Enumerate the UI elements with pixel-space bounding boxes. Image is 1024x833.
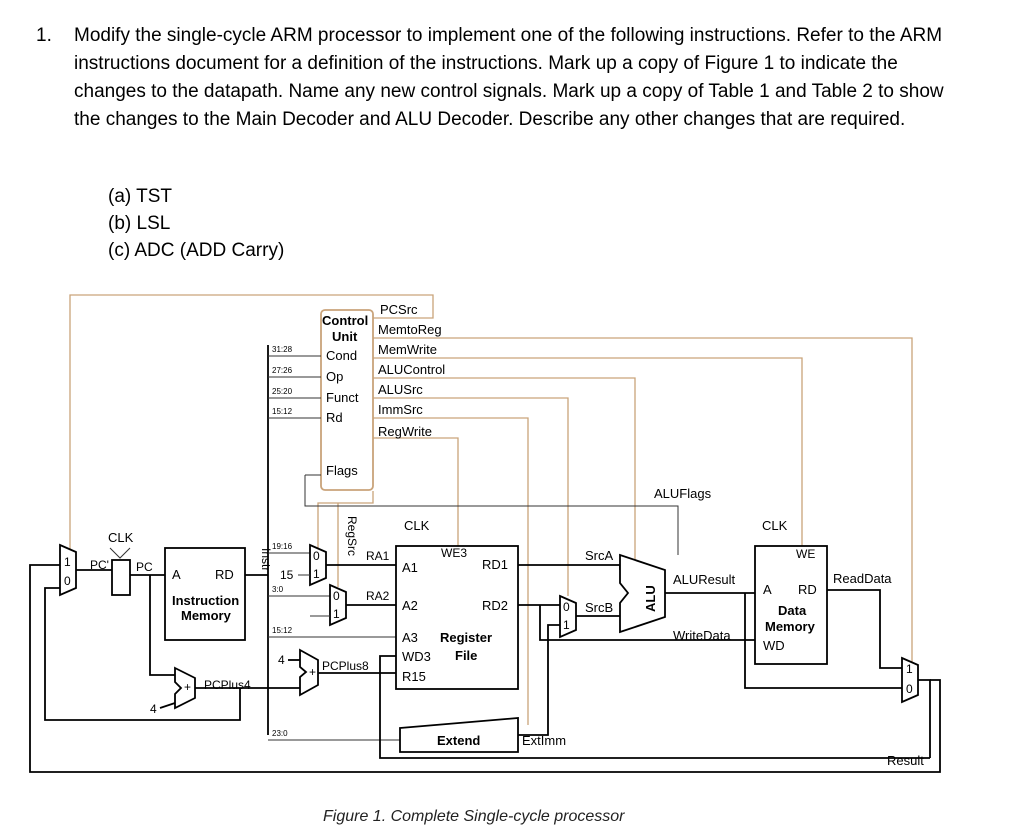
cu-rd: Rd bbox=[326, 410, 343, 425]
control-unit-title-2: Unit bbox=[332, 329, 358, 344]
rf-rd2: RD2 bbox=[482, 598, 508, 613]
dm-rd: RD bbox=[798, 582, 817, 597]
figure-caption: Figure 1. Complete Single-cycle processo… bbox=[323, 808, 625, 825]
rf-a3: A3 bbox=[402, 630, 418, 645]
fifteen-label: 15 bbox=[280, 568, 294, 582]
sig-immsrc: ImmSrc bbox=[378, 402, 423, 417]
four-label-1: 4 bbox=[150, 702, 157, 716]
ra1mux-1: 1 bbox=[313, 567, 320, 581]
srcb-label: SrcB bbox=[585, 600, 613, 615]
dm-a: A bbox=[763, 582, 772, 597]
ra2mux-1: 1 bbox=[333, 607, 340, 621]
imem-rd: RD bbox=[215, 567, 234, 582]
control-wires bbox=[69, 294, 913, 725]
writedata-label: WriteData bbox=[673, 628, 731, 643]
dm-we: WE bbox=[796, 547, 815, 561]
cu-cond: Cond bbox=[326, 348, 357, 363]
regsrc-label: RegSrc bbox=[345, 516, 359, 556]
register-file: CLK WE3 A1 A2 A3 WD3 R15 RD1 RD2 Registe… bbox=[379, 518, 930, 759]
resmux-1: 1 bbox=[906, 662, 913, 676]
rf-title-2: File bbox=[455, 648, 477, 663]
field-19-16: 19:16 bbox=[272, 542, 293, 551]
sig-alusrc: ALUSrc bbox=[378, 382, 423, 397]
pcplus4-label: PCPlus4 bbox=[204, 678, 251, 692]
rf-title: Register bbox=[440, 630, 492, 645]
clk-label-dm: CLK bbox=[762, 518, 788, 533]
field-15-12: 15:12 bbox=[272, 626, 293, 635]
pc-prime-label: PC' bbox=[90, 558, 109, 572]
ra-muxes: 0 1 15 RA1 0 1 RA2 RegSrc bbox=[280, 516, 396, 627]
instr-bus: 31:28 27:26 25:20 15:12 19:16 3:0 15:12 … bbox=[267, 345, 712, 741]
ra2-label: RA2 bbox=[366, 589, 390, 603]
four-label-2: 4 bbox=[278, 653, 285, 667]
resmux-0: 0 bbox=[906, 682, 913, 696]
bits-27-26: 27:26 bbox=[272, 366, 293, 375]
bits-31-28: 31:28 bbox=[272, 345, 293, 354]
ra1-label: RA1 bbox=[366, 549, 390, 563]
option-a: (a) TST bbox=[108, 186, 173, 207]
bits-15-12: 15:12 bbox=[272, 407, 293, 416]
result-label: Result bbox=[887, 753, 924, 768]
pc-section: CLK 1 0 PC' PC A RD Instruction Memory I… bbox=[29, 530, 941, 773]
rf-wd3: WD3 bbox=[402, 649, 431, 664]
field-3-0: 3:0 bbox=[272, 585, 284, 594]
imem-a: A bbox=[172, 567, 181, 582]
rf-rd1: RD1 bbox=[482, 557, 508, 572]
dm-wd: WD bbox=[763, 638, 785, 653]
control-unit-title: Control bbox=[322, 313, 368, 328]
aluresult-label: ALUResult bbox=[673, 572, 736, 587]
field-23-0: 23:0 bbox=[272, 729, 288, 738]
dm-title: Data bbox=[778, 603, 807, 618]
imem-title: Instruction bbox=[172, 593, 239, 608]
rf-r15: R15 bbox=[402, 669, 426, 684]
option-c: (c) ADC (ADD Carry) bbox=[108, 240, 285, 261]
pc-label: PC bbox=[136, 560, 153, 574]
cu-funct: Funct bbox=[326, 390, 359, 405]
rf-a1: A1 bbox=[402, 560, 418, 575]
cu-flags: Flags bbox=[326, 463, 358, 478]
svg-text:+: + bbox=[309, 665, 316, 679]
clk-label-rf: CLK bbox=[404, 518, 430, 533]
sig-memwrite: MemWrite bbox=[378, 342, 437, 357]
svg-text:+: + bbox=[184, 680, 191, 694]
imem-title-2: Memory bbox=[181, 608, 232, 623]
question-number: 1. bbox=[36, 25, 52, 46]
pcplus8-adder: + 4 PCPlus8 bbox=[278, 648, 396, 697]
ra2mux-0: 0 bbox=[333, 589, 340, 603]
clk-label-pc: CLK bbox=[108, 530, 134, 545]
extend-label: Extend bbox=[437, 733, 480, 748]
pcmux-0: 0 bbox=[64, 574, 71, 588]
sig-pcsrc: PCSrc bbox=[380, 302, 418, 317]
srca-label: SrcA bbox=[585, 548, 614, 563]
sig-alucontrol: ALUControl bbox=[378, 362, 445, 377]
sig-regwrite: RegWrite bbox=[378, 424, 432, 439]
readdata-label: ReadData bbox=[833, 571, 892, 586]
sig-memtoreg: MemtoReg bbox=[378, 322, 442, 337]
srcbmux-1: 1 bbox=[563, 618, 570, 632]
dm-title-2: Memory bbox=[765, 619, 816, 634]
instr-label: Instr bbox=[259, 548, 273, 571]
pcplus8-label: PCPlus8 bbox=[322, 659, 369, 673]
control-unit: Control Unit Cond Op Funct Rd Flags PCSr… bbox=[320, 302, 445, 491]
question-text: Modify the single-cycle ARM processor to… bbox=[74, 25, 944, 130]
alu-section: SrcA 0 1 SrcB ALU ALUResult WriteData bbox=[518, 548, 902, 689]
bits-25-20: 25:20 bbox=[272, 387, 293, 396]
extend-unit: Extend ExtImm bbox=[399, 624, 566, 753]
cu-op: Op bbox=[326, 369, 343, 384]
option-list: (a) TST (b) LSL (c) ADC (ADD Carry) bbox=[108, 183, 284, 264]
data-memory: CLK WE A RD Data Memory WD ReadData 1 0 … bbox=[754, 518, 931, 768]
option-b: (b) LSL bbox=[108, 213, 171, 234]
pcmux-1: 1 bbox=[64, 555, 71, 569]
ra1mux-0: 0 bbox=[313, 549, 320, 563]
extimm-label: ExtImm bbox=[522, 733, 566, 748]
alu-label: ALU bbox=[643, 585, 658, 612]
aluflags-label: ALUFlags bbox=[654, 486, 712, 501]
srcbmux-0: 0 bbox=[563, 600, 570, 614]
rf-we3: WE3 bbox=[441, 546, 467, 560]
rf-a2: A2 bbox=[402, 598, 418, 613]
